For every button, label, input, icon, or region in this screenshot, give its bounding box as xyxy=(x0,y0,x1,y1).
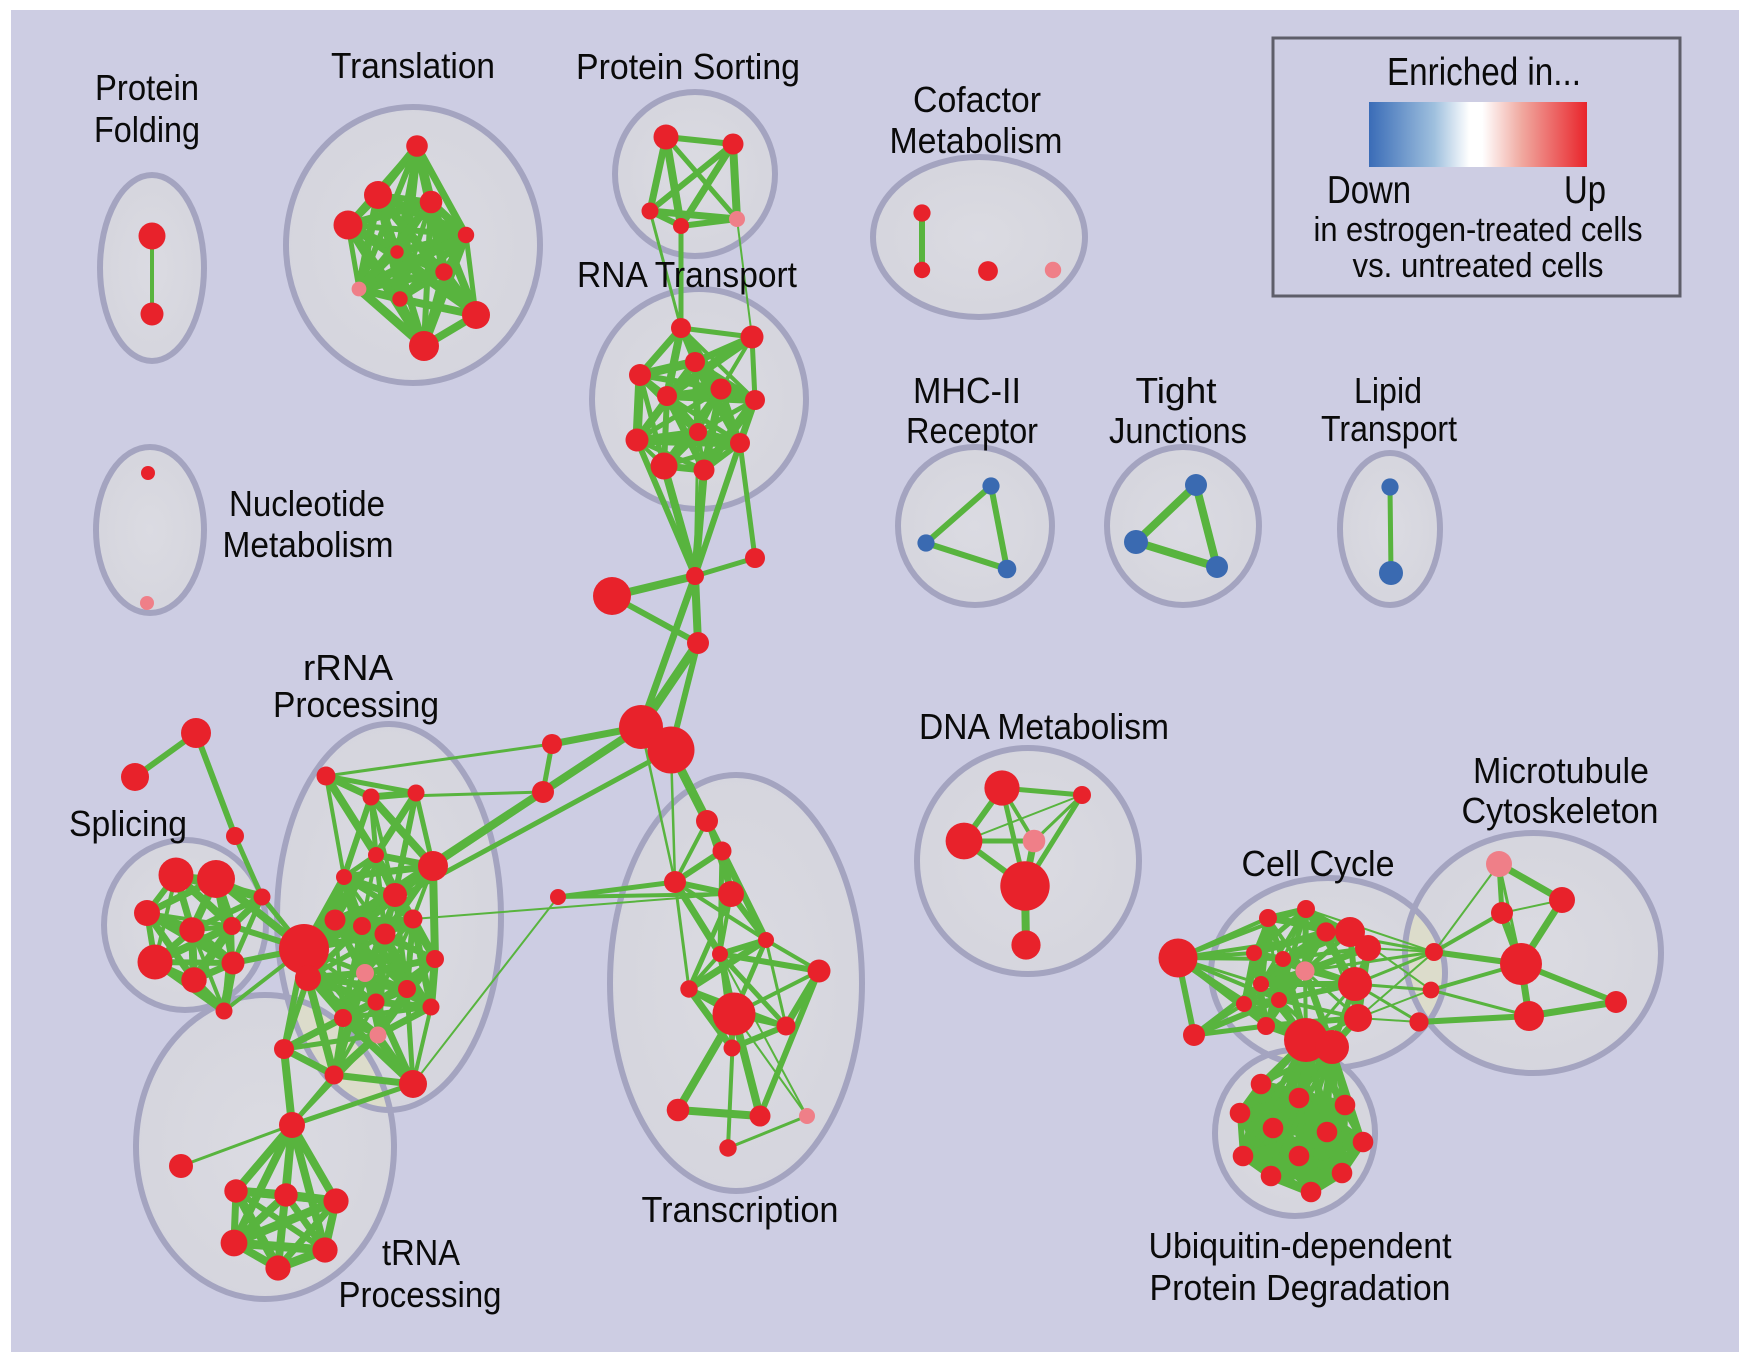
svg-text:Cytoskeleton: Cytoskeleton xyxy=(1462,790,1659,831)
svg-text:Junctions: Junctions xyxy=(1109,410,1247,451)
svg-text:Microtubule: Microtubule xyxy=(1473,750,1649,791)
svg-text:vs. untreated cells: vs. untreated cells xyxy=(1353,247,1604,285)
svg-text:Down: Down xyxy=(1327,169,1411,212)
svg-text:Cofactor: Cofactor xyxy=(913,79,1041,120)
svg-text:Transcription: Transcription xyxy=(642,1189,839,1230)
svg-text:Lipid: Lipid xyxy=(1354,370,1422,411)
svg-text:Nucleotide: Nucleotide xyxy=(229,483,385,524)
svg-text:Metabolism: Metabolism xyxy=(890,120,1063,161)
svg-text:RNA Transport: RNA Transport xyxy=(577,254,797,295)
svg-text:MHC-II: MHC-II xyxy=(913,370,1021,411)
svg-text:in estrogen-treated cells: in estrogen-treated cells xyxy=(1314,211,1643,249)
svg-text:Processing: Processing xyxy=(339,1274,502,1315)
svg-text:Protein: Protein xyxy=(95,67,199,108)
svg-text:DNA Metabolism: DNA Metabolism xyxy=(919,706,1169,747)
svg-text:Tight: Tight xyxy=(1136,370,1217,411)
svg-text:Processing: Processing xyxy=(273,684,439,725)
svg-text:Folding: Folding xyxy=(94,109,200,150)
svg-text:Translation: Translation xyxy=(331,45,495,86)
svg-text:Transport: Transport xyxy=(1321,408,1457,449)
svg-text:Ubiquitin-dependent: Ubiquitin-dependent xyxy=(1149,1225,1452,1266)
svg-text:Splicing: Splicing xyxy=(69,803,187,844)
svg-text:Enriched in...: Enriched in... xyxy=(1387,51,1581,94)
svg-text:rRNA: rRNA xyxy=(303,647,393,688)
svg-text:tRNA: tRNA xyxy=(382,1232,460,1273)
svg-text:Receptor: Receptor xyxy=(906,410,1038,451)
svg-text:Up: Up xyxy=(1564,169,1606,212)
svg-text:Protein Sorting: Protein Sorting xyxy=(576,46,800,87)
svg-text:Metabolism: Metabolism xyxy=(223,524,394,565)
svg-text:Protein Degradation: Protein Degradation xyxy=(1150,1267,1451,1308)
svg-text:Cell Cycle: Cell Cycle xyxy=(1242,843,1395,884)
